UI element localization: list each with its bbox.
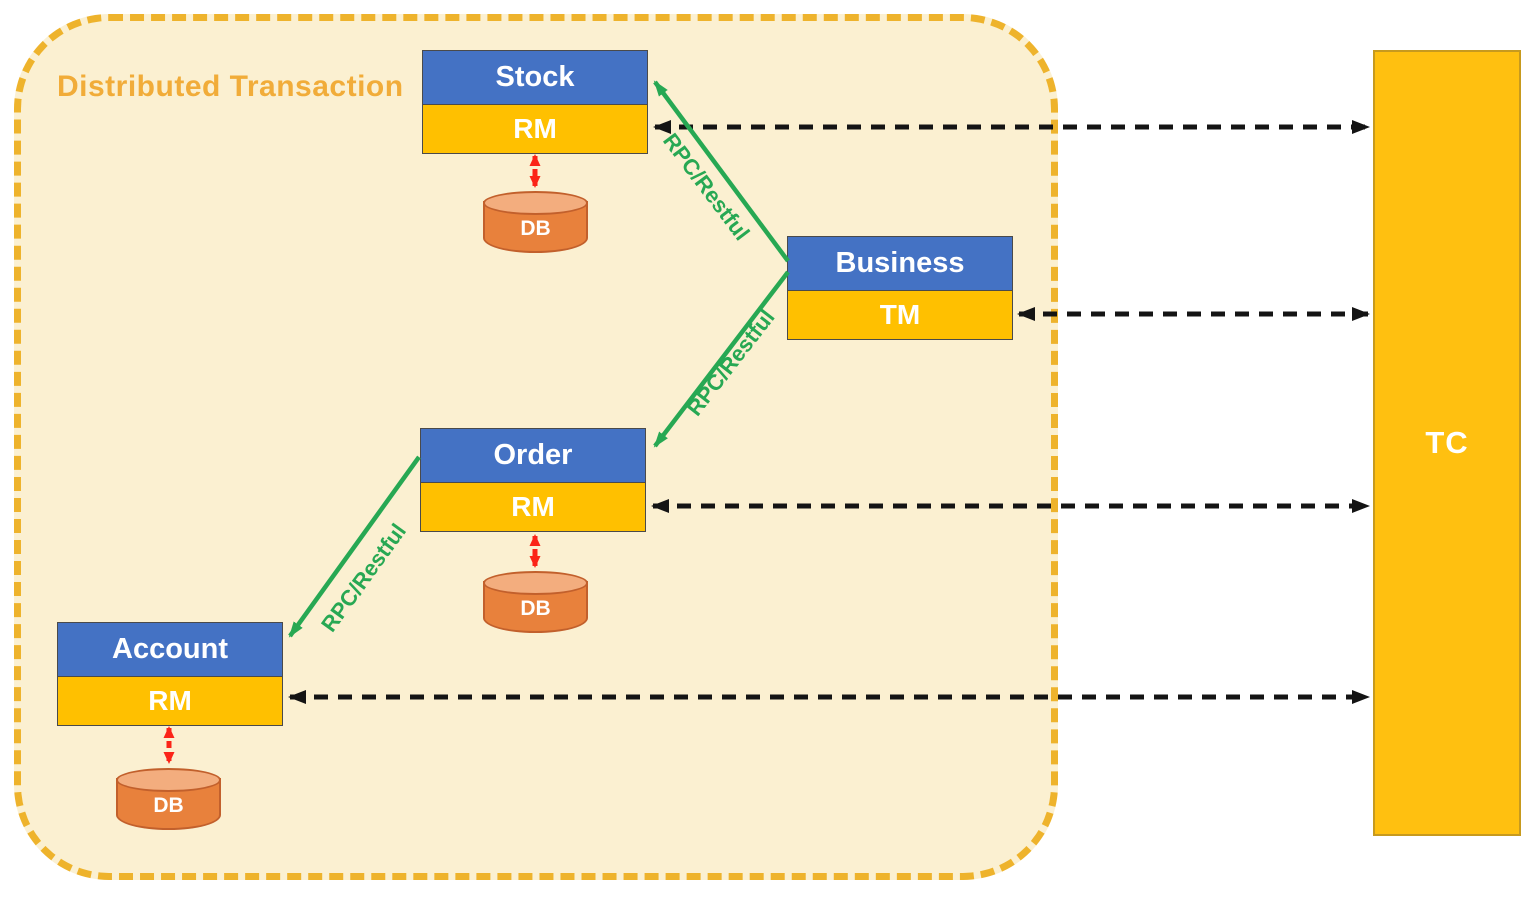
component-band-stock-rm: RM — [422, 105, 648, 154]
db-cylinder-account: DB — [116, 768, 221, 832]
transaction-coordinator-label: TC — [1425, 425, 1469, 460]
service-box-business: Business TM — [787, 236, 1013, 340]
transaction-coordinator-box: TC — [1373, 50, 1521, 836]
service-box-account: Account RM — [57, 622, 283, 726]
db-cylinder-top — [116, 768, 221, 792]
diagram-title: Distributed Transaction — [57, 70, 404, 103]
service-box-order: Order RM — [420, 428, 646, 532]
service-name-account: Account — [57, 622, 283, 677]
db-cylinder-top — [483, 191, 588, 215]
service-name-business: Business — [787, 236, 1013, 291]
db-label-account: DB — [153, 794, 184, 817]
db-cylinder-stock: DB — [483, 191, 588, 255]
service-name-order: Order — [420, 428, 646, 483]
db-label-order: DB — [520, 597, 551, 620]
db-label-stock: DB — [520, 217, 551, 240]
db-cylinder-order: DB — [483, 571, 588, 635]
db-cylinder-top — [483, 571, 588, 595]
component-band-account-rm: RM — [57, 677, 283, 726]
component-band-business-tm: TM — [787, 291, 1013, 340]
service-name-stock: Stock — [422, 50, 648, 105]
service-box-stock: Stock RM — [422, 50, 648, 154]
component-band-order-rm: RM — [420, 483, 646, 532]
